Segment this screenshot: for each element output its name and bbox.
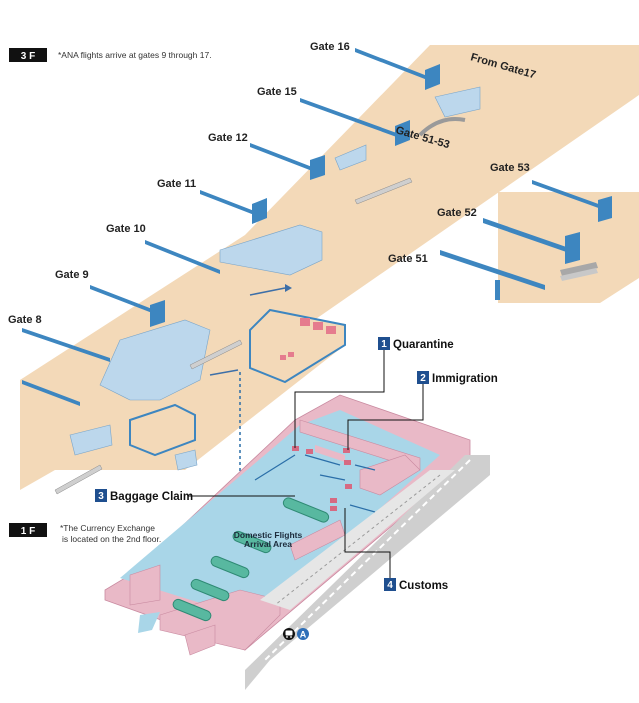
gate-16-label: Gate 16 bbox=[310, 41, 350, 53]
floor-3f-label: 3 F bbox=[21, 51, 35, 62]
step-immigration: 2 Immigration bbox=[347, 371, 498, 450]
gate-12-label: Gate 12 bbox=[208, 132, 248, 144]
customs-label: Customs bbox=[399, 580, 448, 592]
currency-note-line1: *The Currency Exchange bbox=[60, 523, 155, 533]
stop-a-letter: A bbox=[300, 630, 307, 640]
immigration-label: Immigration bbox=[432, 373, 498, 385]
gate-15-label: Gate 15 bbox=[257, 86, 297, 98]
step-1-number: 1 bbox=[381, 339, 387, 350]
main-concourse bbox=[20, 45, 639, 495]
bus-stop: A bbox=[283, 628, 309, 640]
stop-a-icon bbox=[297, 628, 309, 640]
step-baggage-claim: 3 Baggage Claim bbox=[95, 489, 295, 503]
gate-9-label: Gate 9 bbox=[55, 269, 89, 281]
satellite-concourse bbox=[440, 180, 639, 303]
floor-3f-badge bbox=[9, 48, 47, 62]
floor-1f-label: 1 F bbox=[21, 526, 35, 537]
baggage-claim-label: Baggage Claim bbox=[110, 491, 193, 503]
gate-8-label: Gate 8 bbox=[8, 314, 42, 326]
gate-53-label: Gate 53 bbox=[490, 162, 530, 174]
gate-51-label: Gate 51 bbox=[388, 253, 428, 265]
ana-gates-note: *ANA flights arrive at gates 9 through 1… bbox=[58, 50, 212, 60]
gate-11-label: Gate 11 bbox=[157, 178, 196, 190]
floor-1f-badge bbox=[9, 523, 47, 537]
step-2-number: 2 bbox=[420, 373, 426, 384]
step-quarantine: 1 Quarantine bbox=[294, 337, 454, 448]
gate-52-label: Gate 52 bbox=[437, 207, 477, 219]
arrival-hall bbox=[104, 394, 490, 690]
arrival-area-label-line2: Arrival Area bbox=[244, 539, 292, 549]
quarantine-label: Quarantine bbox=[393, 339, 454, 351]
carousels bbox=[172, 497, 330, 622]
step-customs: 4 Customs bbox=[344, 508, 448, 592]
gate-10-label: Gate 10 bbox=[106, 223, 146, 235]
arrival-area-label-line1: Domestic Flights bbox=[234, 530, 303, 540]
currency-note-line2: is located on the 2nd floor. bbox=[62, 534, 161, 544]
step-4-number: 4 bbox=[387, 580, 393, 591]
step-3-number: 3 bbox=[98, 491, 104, 502]
